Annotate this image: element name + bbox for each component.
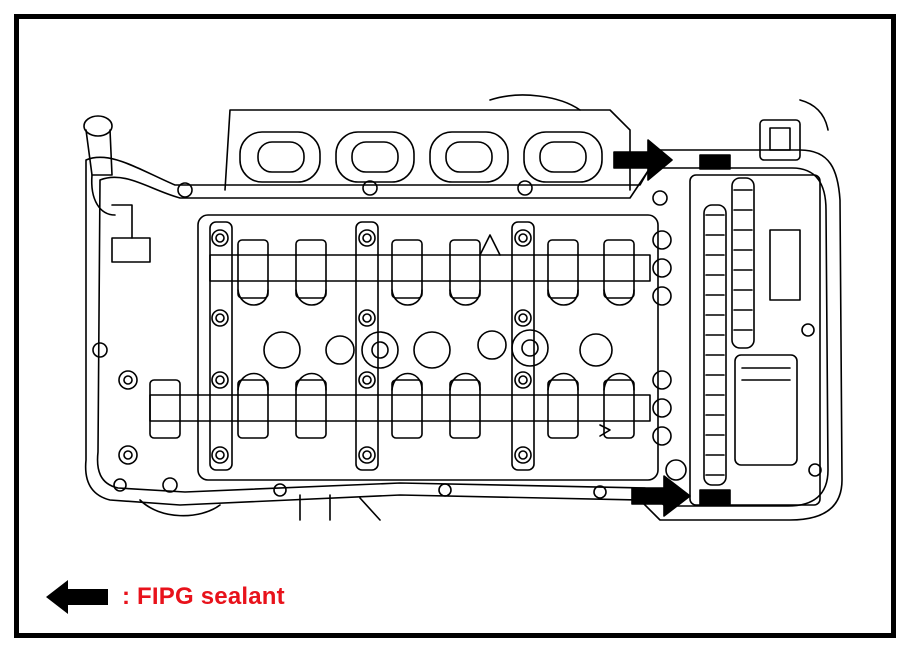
legend: : FIPG sealant — [46, 580, 285, 614]
arrow-left-icon — [46, 580, 108, 614]
sealant-mark-upper — [699, 154, 731, 170]
sealant-mark-lower — [699, 489, 731, 505]
housing-outline — [84, 149, 843, 521]
bolt-heads — [92, 180, 668, 499]
fipg-arrow-lower — [631, 475, 691, 517]
figure-frame — [14, 14, 896, 638]
housing-inner-outline — [96, 167, 829, 507]
legend-label: : FIPG sealant — [122, 583, 285, 610]
fipg-arrow-upper — [613, 139, 673, 181]
bolt-column — [652, 230, 687, 481]
timing-chain-cover — [689, 174, 821, 506]
